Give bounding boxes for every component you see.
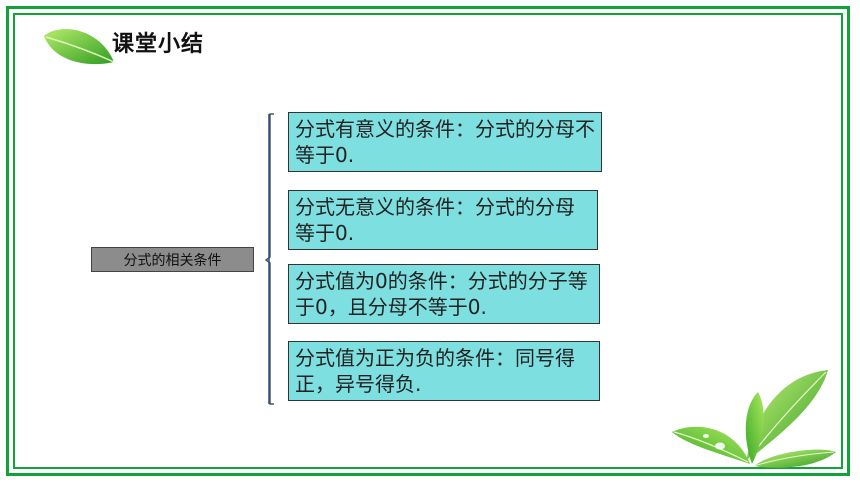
leaves-icon xyxy=(672,370,836,468)
bracket xyxy=(264,113,274,405)
condition-box: 分式值为0的条件：分式的分子等于0，且分母不等于0. xyxy=(288,264,600,324)
page-title: 课堂小结 xyxy=(112,32,205,57)
outer-frame xyxy=(6,6,850,476)
main-topic-box: 分式的相关条件 xyxy=(91,247,254,272)
condition-box: 分式有意义的条件：分式的分母不等于0. xyxy=(288,112,602,172)
condition-box: 分式值为正为负的条件：同号得正，异号得负. xyxy=(288,341,600,401)
condition-box: 分式无意义的条件：分式的分母等于0. xyxy=(288,190,598,250)
leaf-icon xyxy=(44,28,115,65)
